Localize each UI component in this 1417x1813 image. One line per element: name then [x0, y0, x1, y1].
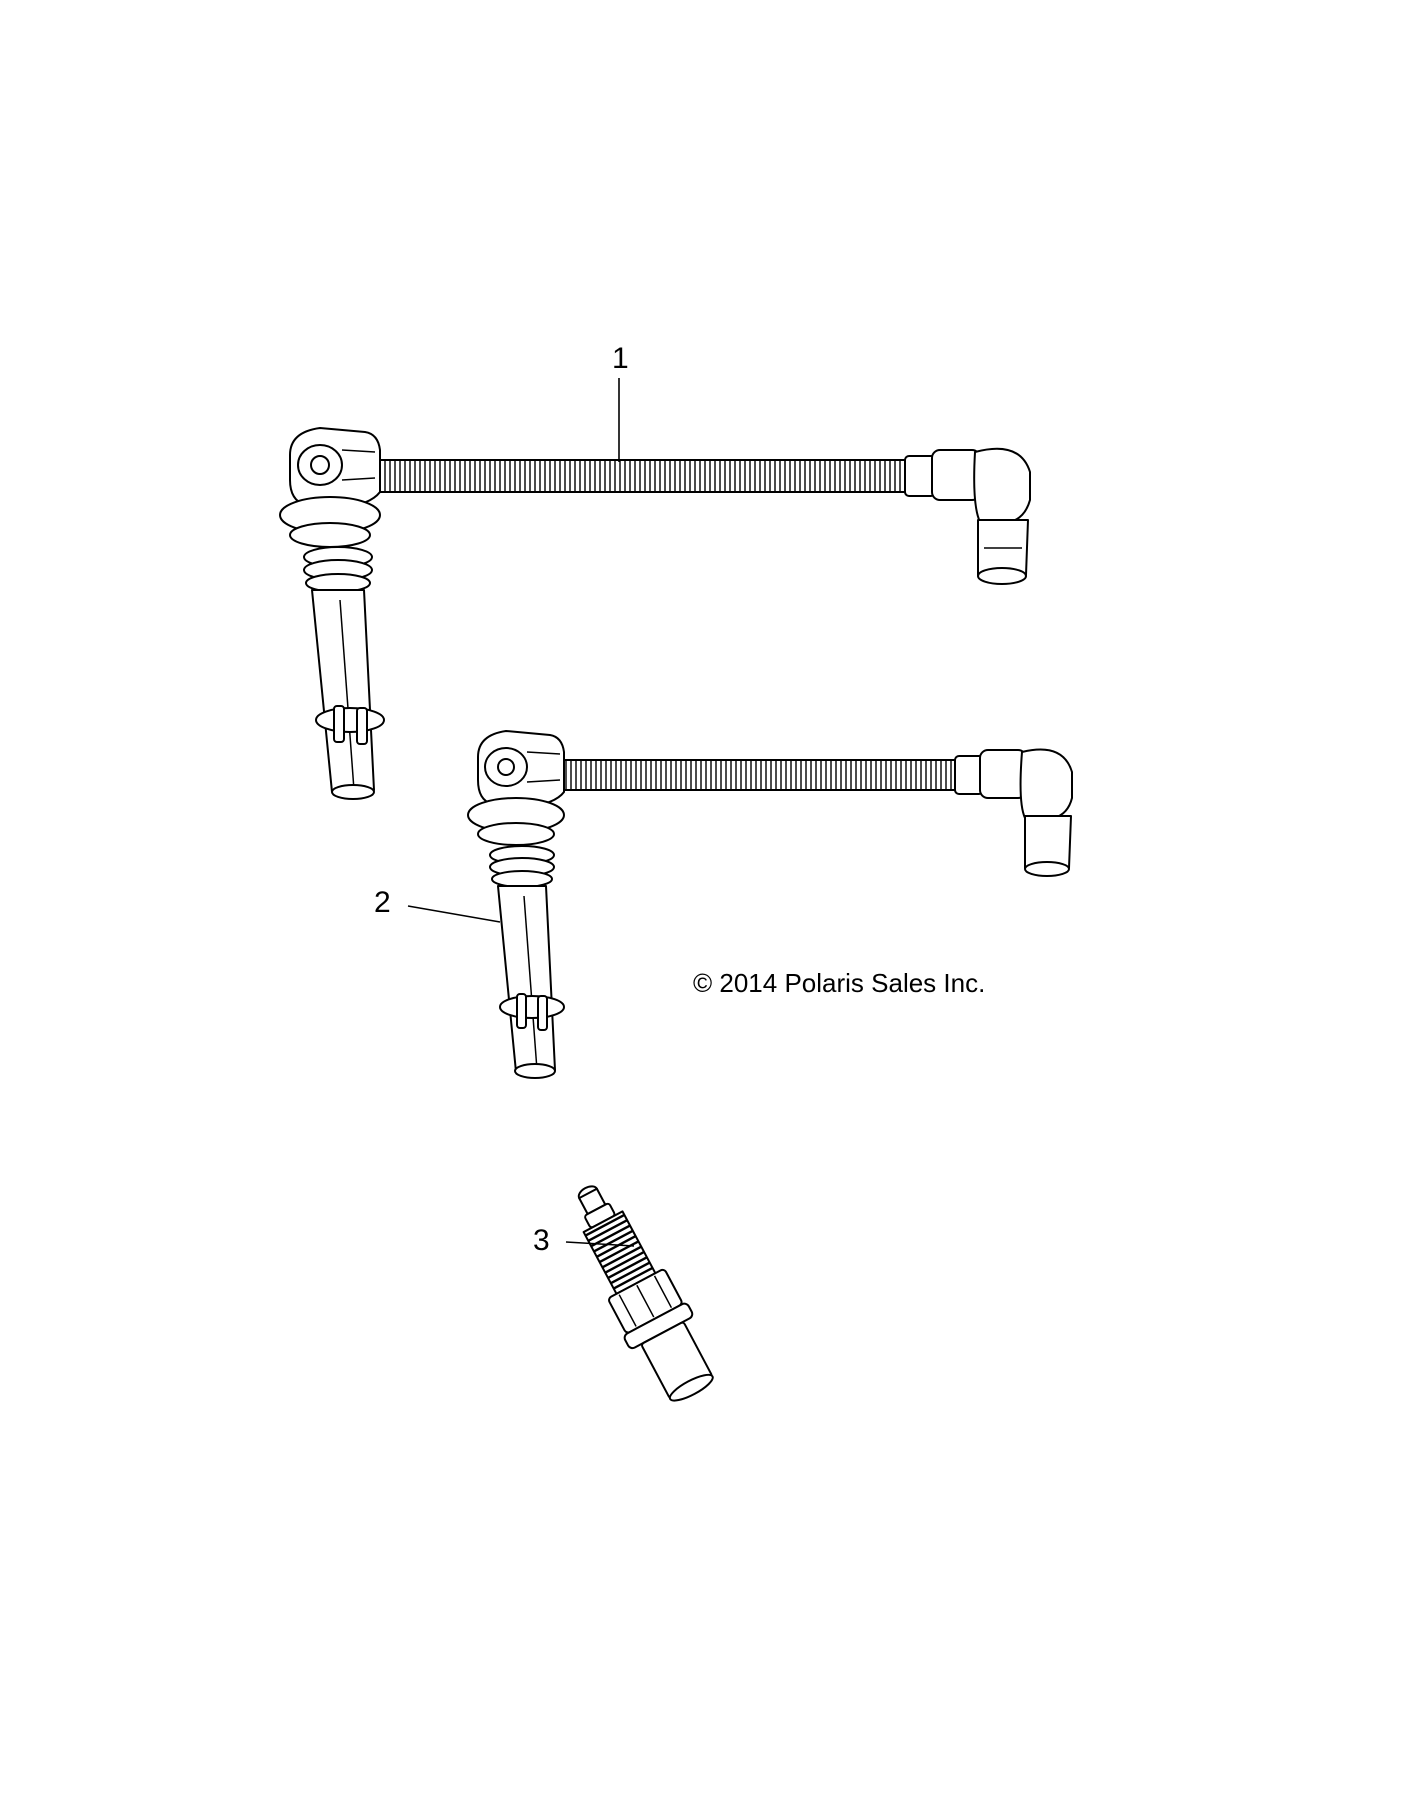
callout-2-label: 2	[374, 886, 391, 919]
part-3-spark-plug	[577, 1185, 714, 1402]
callout-3-leader	[565, 1241, 635, 1247]
part-1-ignition-wire-long	[279, 427, 1031, 800]
callout-3-label: 3	[533, 1224, 550, 1257]
callout-1-label: 1	[612, 342, 629, 375]
callout-1: 1	[612, 342, 629, 462]
part-2-ignition-wire-short	[467, 730, 1073, 1079]
callout-2: 2	[374, 886, 501, 923]
copyright-notice: © 2014 Polaris Sales Inc.	[693, 968, 985, 998]
callout-2-leader	[407, 905, 501, 923]
callout-3: 3	[533, 1224, 635, 1257]
